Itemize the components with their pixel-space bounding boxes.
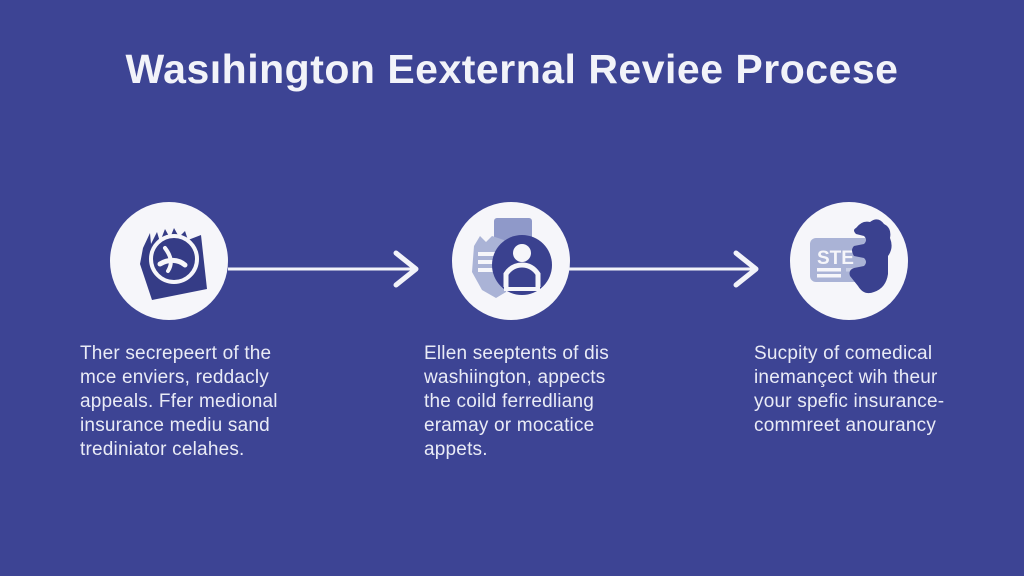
- page-title: Wasıhington Eexternal Reviee Procese: [125, 46, 899, 92]
- washington-state-stamp-icon: [140, 228, 207, 300]
- step-3-line: your spefic insurance-: [754, 391, 945, 412]
- step-3-circle: STE: [790, 202, 908, 320]
- step-1-circle: [110, 202, 228, 320]
- state-map-person-icon: [472, 218, 552, 298]
- arrow-right-icon: [228, 250, 419, 288]
- step-3-line: inemançect wih theur: [754, 367, 938, 388]
- step-2-line: washiington, appects: [424, 367, 606, 388]
- step-2-description: Ellen seeptents of dis washiington, appe…: [424, 342, 634, 462]
- step-3-description: Sucpity of comedical inemançect wih theu…: [754, 342, 964, 438]
- step-1-line: Ther secrepeert of the: [80, 343, 272, 364]
- step-2-circle: [452, 202, 570, 320]
- step-2-line: appets.: [424, 439, 488, 460]
- step-1-line: insurance mediu sand: [80, 415, 270, 436]
- step-1-description: Ther secrepeert of the mce enviers, redd…: [80, 342, 290, 462]
- step-1-line: trediniator celahes.: [80, 439, 245, 460]
- step-1-line: appeals. Ffer medional: [80, 391, 278, 412]
- step-2-line: Ellen seeptents of dis: [424, 343, 610, 364]
- step-1-line: mce enviers, reddacly: [80, 367, 269, 388]
- step-2-line: the coild ferredliang: [424, 391, 595, 412]
- arrow-right-icon: [568, 250, 759, 288]
- card-label-text: STE: [817, 248, 854, 269]
- step-3-line: commreet anourancy: [754, 415, 937, 436]
- hand-holding-card-icon: STE: [810, 219, 892, 294]
- step-2-line: eramay or mocatice: [424, 415, 595, 436]
- step-3-line: Sucpity of comedical: [754, 343, 933, 364]
